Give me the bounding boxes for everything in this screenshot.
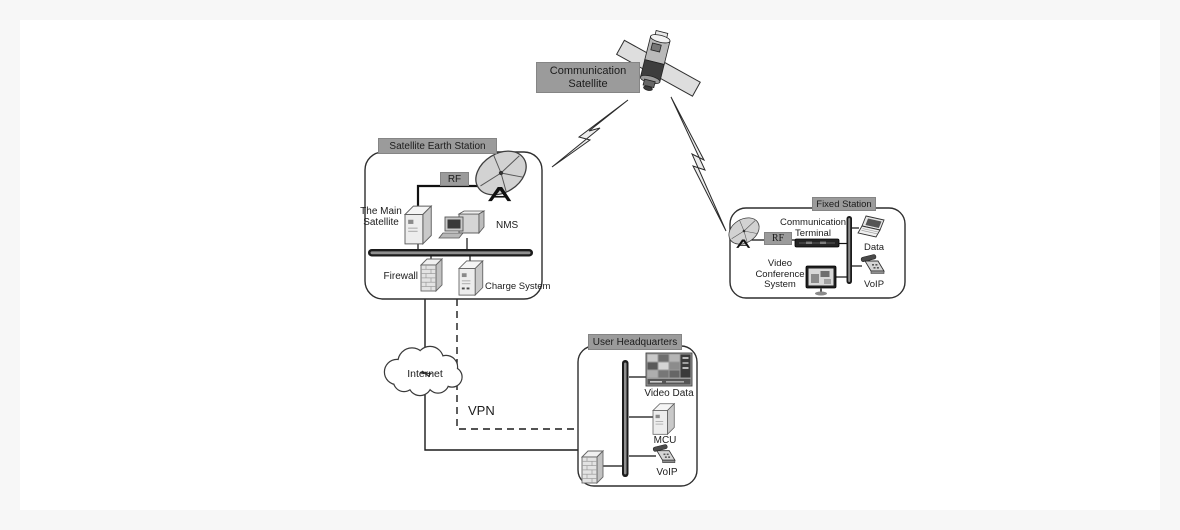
vpn-label: VPN (468, 403, 495, 418)
charge-system-server-icon (458, 260, 484, 296)
hq-firewall-icon (581, 450, 604, 484)
internet-label: Internet (407, 368, 443, 380)
earth-station-bus (368, 249, 533, 257)
communication-satellite-icon (615, 30, 701, 97)
mcu-label: MCU (653, 435, 677, 446)
hq-voip-label: VoIP (656, 467, 678, 478)
earth-firewall-label: Firewall (383, 271, 418, 282)
user-hq-lines (603, 376, 656, 467)
nms-computer-icon (438, 210, 486, 239)
video-conference-label: Video Conference System (755, 258, 805, 290)
nms-label: NMS (496, 220, 519, 231)
vpn-link-line (456, 299, 578, 430)
data-label: Data (863, 242, 885, 253)
video-conference-monitor-icon (805, 265, 837, 296)
charge-system-label: Charge System (485, 281, 551, 292)
main-satellite-server-icon (404, 205, 432, 245)
earth-station-rf-label: RF (440, 172, 469, 186)
fixed-station-title: Fixed Station (812, 197, 876, 211)
lightning-link-left-icon (551, 99, 629, 168)
lightning-link-right-icon (670, 96, 727, 232)
fixed-station-bus (846, 216, 852, 284)
user-headquarters-title: User Headquarters (588, 334, 682, 350)
mcu-server-icon (652, 403, 675, 435)
communication-terminal-icon (794, 238, 840, 248)
video-data-label: Video Data (644, 388, 694, 399)
internet-cloud-icon (383, 345, 463, 397)
communication-satellite-label: Communication Satellite (536, 62, 640, 93)
earth-firewall-icon (420, 258, 443, 292)
earth-station-title: Satellite Earth Station (378, 138, 497, 154)
fixed-voip-label: VoIP (863, 279, 885, 290)
user-hq-bus (622, 360, 629, 477)
video-data-wall-icon (645, 352, 693, 387)
communication-terminal-label: Communication Terminal (780, 217, 846, 239)
fixed-station-rf-label: RF (764, 232, 792, 245)
main-satellite-label: The Main Satellite (360, 206, 402, 228)
